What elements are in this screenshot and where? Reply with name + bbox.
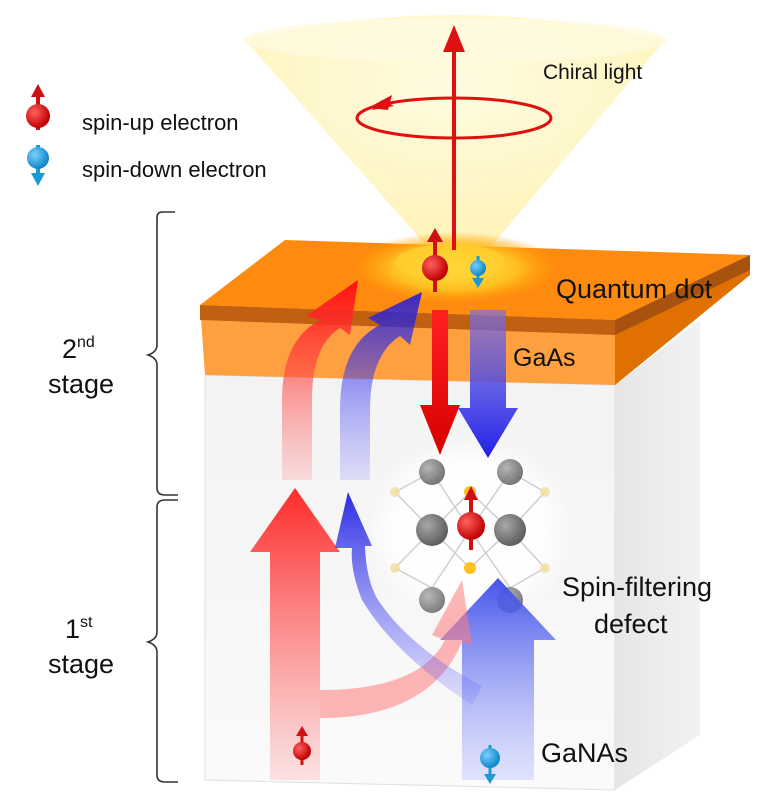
red-arrow-first-stage <box>250 488 340 780</box>
first-stage-bracket <box>145 499 178 783</box>
blue-arrow-second-stage <box>340 292 422 480</box>
gaas-side-face <box>615 320 700 790</box>
chiral-light-label: Chiral light <box>543 61 642 84</box>
blue-curve-arrow <box>335 492 482 705</box>
defect-spin-up-electron <box>457 486 485 550</box>
red-arrow-down <box>420 310 460 455</box>
spin-filtering-label-line1: Spin-filtering <box>562 572 712 602</box>
bottom-spin-up-electron <box>293 726 311 765</box>
ganas-label: GaNAs <box>541 738 628 768</box>
chiral-light-rotation-tip <box>368 95 392 110</box>
gaas-label: GaAs <box>513 344 576 372</box>
first-stage-num: 1 <box>65 614 80 644</box>
bottom-spin-down-electron <box>480 745 500 784</box>
legend-spin-down-icon <box>27 145 49 186</box>
second-stage-number: 2nd <box>62 334 95 364</box>
spin-filtering-label-line2: defect <box>594 609 668 639</box>
first-stage-suffix: st <box>80 614 93 631</box>
second-stage-num: 2 <box>62 334 77 364</box>
legend-spin-up-icon <box>26 84 50 130</box>
chiral-light-arrowhead <box>443 25 465 52</box>
first-stage-number: 1st <box>65 614 93 644</box>
gaas-layer-band-side <box>615 255 750 335</box>
second-stage-bracket <box>145 211 178 496</box>
first-stage-word: stage <box>48 649 114 679</box>
qd-spin-down-electron <box>470 256 486 288</box>
gaas-layer-side <box>615 255 750 385</box>
blue-arrow-down <box>458 310 518 458</box>
red-curve-arrow <box>320 580 472 718</box>
quantum-dot-core <box>395 244 505 280</box>
quantum-dot-label: Quantum dot <box>556 274 713 304</box>
second-stage-word: stage <box>48 369 114 399</box>
legend-spin-down-label: spin-down electron <box>82 157 267 182</box>
red-arrow-second-stage <box>282 280 358 480</box>
qd-spin-up-electron <box>422 228 448 292</box>
chiral-light-rotation <box>355 96 553 140</box>
second-stage-suffix: nd <box>77 334 95 351</box>
legend-spin-up-label: spin-up electron <box>82 110 239 135</box>
